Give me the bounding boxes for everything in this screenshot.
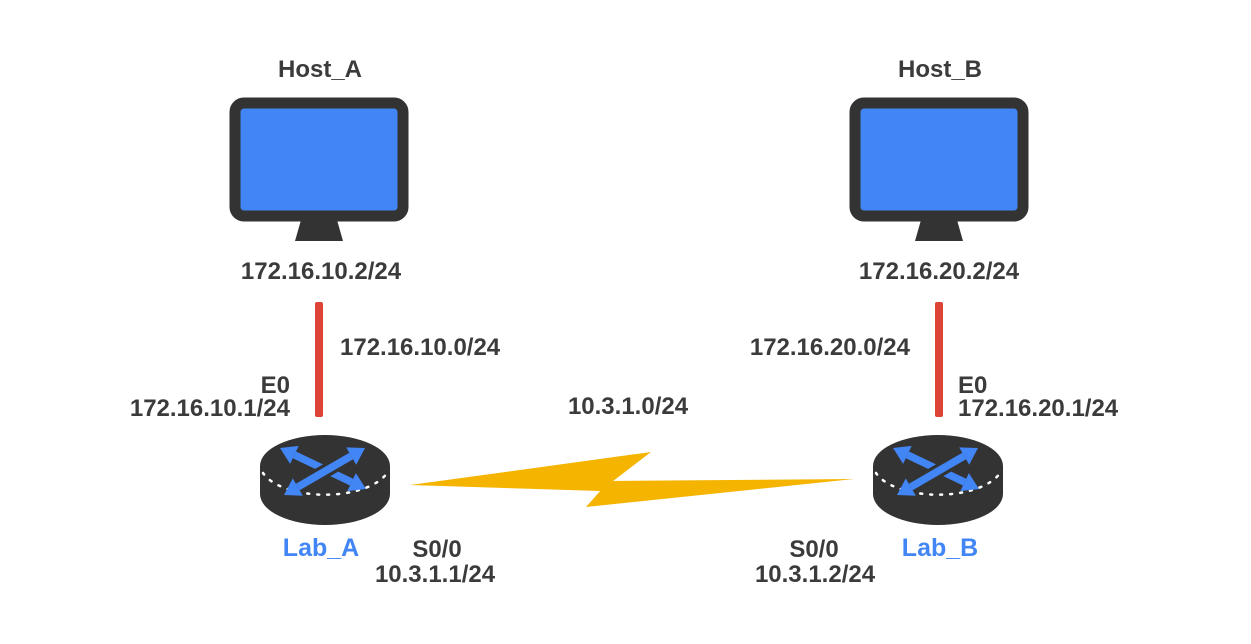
router-b-serial-interface-label: S0/0	[789, 536, 839, 563]
router-b-eth-ip-label: 172.16.20.1/24	[958, 395, 1119, 422]
host-a-ip-label: 172.16.10.2/24	[240, 258, 402, 285]
lan-b-network-label: 172.16.20.0/24	[749, 334, 910, 361]
router-a-eth-interface-label: E0	[260, 372, 290, 399]
router-b-serial-ip-label: 10.3.1.2/24	[754, 561, 876, 588]
lan-a-network-label: 172.16.10.0/24	[340, 334, 501, 361]
router-a-name-label: Lab_A	[282, 534, 360, 562]
router-a-serial-ip-label: 10.3.1.1/24	[374, 561, 496, 588]
router-a-serial-interface-label: S0/0	[412, 536, 462, 563]
host-a-monitor-icon	[229, 97, 409, 241]
serial-network-label: 10.3.1.0/24	[567, 393, 689, 420]
host-b-ip-label: 172.16.20.2/24	[858, 258, 1020, 285]
host-a-name-label: Host_A	[277, 56, 363, 83]
router-a-eth-ip-label: 172.16.10.1/24	[129, 395, 290, 422]
host-b-name-label: Host_B	[897, 56, 983, 83]
router-b-name-label: Lab_B	[901, 534, 979, 562]
router-b-eth-interface-label: E0	[958, 372, 988, 399]
lan-b-link-line	[935, 302, 943, 417]
router-b-icon	[873, 435, 1003, 525]
host-b-monitor-icon	[849, 97, 1029, 241]
lan-a-link-line	[315, 302, 323, 417]
router-a-icon	[260, 435, 390, 525]
